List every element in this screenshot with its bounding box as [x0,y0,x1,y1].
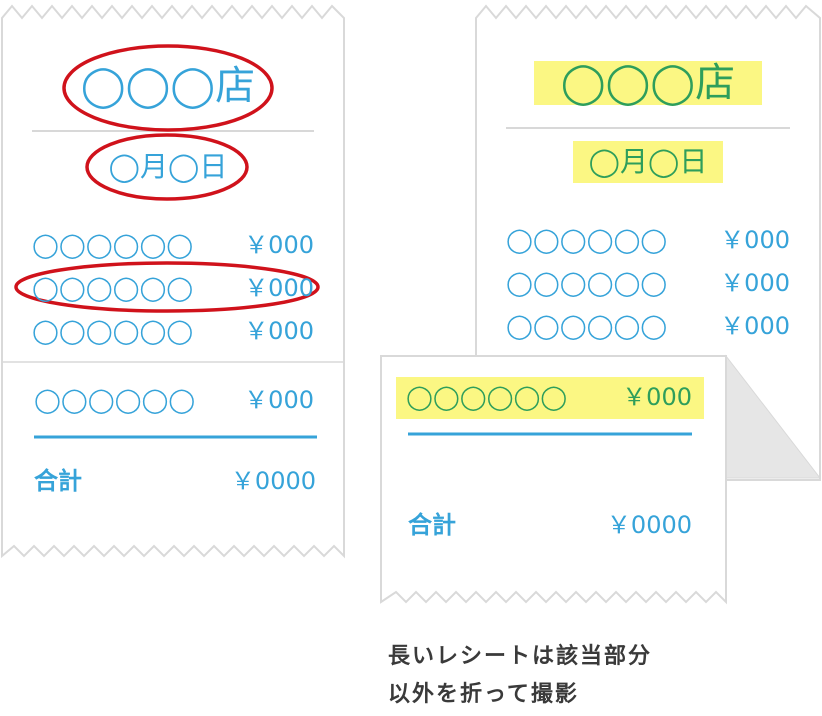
red-circle-date [85,133,249,201]
right-item-price-3: ￥000 [720,312,790,340]
left-item-price-1: ￥000 [244,231,314,259]
right-item-price-2: ￥000 [720,269,790,297]
folded-item-highlight [396,377,704,419]
right-total-label: 合計 [408,511,456,539]
left-item-price-3: ￥000 [244,317,314,345]
folded-item-price: ￥000 [622,383,692,411]
right-date-highlight [573,141,723,183]
right-date: ◯月◯日 [588,145,708,178]
left-date: ◯月◯日 [108,150,228,183]
caption-line-2: 以外を折って撮影 [388,682,579,707]
left-extra-item-price: ￥000 [244,386,314,414]
left-item-name-2: ◯◯◯◯◯◯ [32,274,194,302]
right-shop-highlight [534,61,762,105]
left-total-value: ￥0000 [230,467,316,495]
left-extra-item-name: ◯◯◯◯◯◯ [34,386,196,414]
left-item-name-3: ◯◯◯◯◯◯ [32,317,194,345]
left-item-price-2: ￥000 [244,274,314,302]
right-total-value: ￥0000 [606,511,692,539]
red-circle-item [14,261,320,313]
right-item-name-2: ◯◯◯◯◯◯ [506,269,668,297]
left-receipt-paper [1,4,345,559]
left-shop-name: ◯◯◯店 [80,63,256,109]
folded-item-name: ◯◯◯◯◯◯ [406,383,568,411]
left-item-name-1: ◯◯◯◯◯◯ [32,231,194,259]
right-item-name-3: ◯◯◯◯◯◯ [506,312,668,340]
caption: 長いレシートは該当部分 以外を折って撮影 [388,638,808,714]
right-receipt-paper [475,4,821,481]
right-item-price-1: ￥000 [720,226,790,254]
red-circle-shop [62,44,274,132]
left-total-label: 合計 [34,467,82,495]
right-shop-name: ◯◯◯店 [560,60,736,106]
right-item-name-1: ◯◯◯◯◯◯ [506,226,668,254]
caption-line-1: 長いレシートは該当部分 [388,644,653,669]
